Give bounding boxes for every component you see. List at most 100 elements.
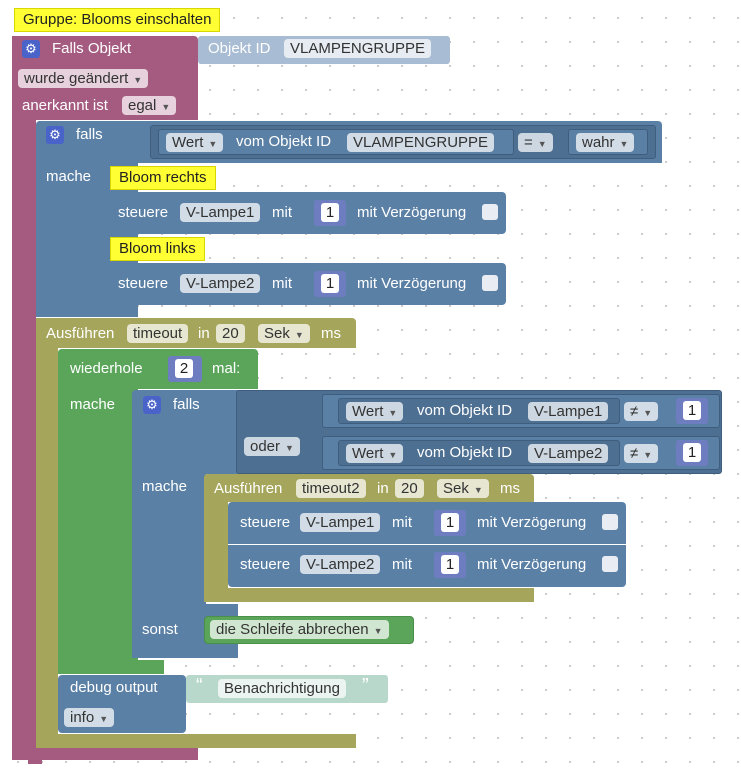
if1-op-value: = bbox=[524, 134, 533, 151]
dropdown-arrow-icon: ▼ bbox=[208, 139, 218, 149]
changed-dropdown[interactable]: wurde geändert▼ bbox=[18, 69, 149, 88]
timeout1-label: Ausführen bbox=[46, 325, 115, 342]
or-dropdown[interactable]: oder ▼ bbox=[244, 437, 300, 456]
control3-delay-checkbox[interactable] bbox=[602, 514, 618, 530]
if1-wert-dropdown[interactable]: Wert▼ bbox=[166, 133, 224, 152]
trigger-block-body[interactable] bbox=[12, 36, 36, 760]
control3-mit: mit bbox=[392, 514, 412, 531]
control2-number-block[interactable]: 1 bbox=[314, 271, 346, 297]
timeout1-unit-dropdown[interactable]: Sek ▼ bbox=[258, 324, 310, 343]
cond1-obj-field[interactable]: V-Lampe1 bbox=[528, 402, 609, 421]
timeout1-in-label: in bbox=[198, 325, 210, 342]
repeat-count-block[interactable]: 2 bbox=[168, 356, 202, 382]
control2-delay-checkbox[interactable] bbox=[482, 275, 498, 291]
gear-icon[interactable]: ⚙ bbox=[22, 40, 40, 58]
timeout2-value-field[interactable]: 20 bbox=[395, 479, 424, 498]
quote-open-icon: “ bbox=[196, 675, 203, 697]
repeat-count[interactable]: 2 bbox=[175, 359, 193, 378]
dropdown-arrow-icon: ▼ bbox=[99, 714, 109, 724]
cond1-op-dropdown[interactable]: ≠▼ bbox=[624, 402, 659, 421]
timeout2-in-label: in bbox=[377, 480, 389, 497]
if1-op-dropdown[interactable]: =▼ bbox=[518, 133, 553, 152]
objid-field[interactable]: VLAMPENGRUPPE bbox=[284, 39, 432, 58]
timeout1-value-field[interactable]: 20 bbox=[216, 324, 245, 343]
control3-delay-label: mit Verzögerung bbox=[477, 514, 587, 531]
cond1-value[interactable]: 1 bbox=[683, 401, 701, 420]
timeout2-unit-dropdown[interactable]: Sek ▼ bbox=[437, 479, 489, 498]
cond1-wert-dropdown[interactable]: Wert▼ bbox=[346, 402, 404, 421]
control4-value[interactable]: 1 bbox=[441, 555, 459, 574]
ack-label: anerkannt ist bbox=[22, 97, 108, 114]
cond1-vom-label: vom Objekt ID bbox=[417, 402, 513, 419]
control1-mit: mit bbox=[272, 204, 292, 221]
comment-bloom-right[interactable]: Bloom rechts bbox=[110, 166, 216, 190]
if2-else-label: sonst bbox=[142, 621, 178, 638]
control1-number-block[interactable]: 1 bbox=[314, 200, 346, 226]
objid-label: Objekt ID bbox=[208, 40, 271, 57]
dropdown-arrow-icon: ▼ bbox=[643, 408, 653, 418]
debug-text-field[interactable]: Benachrichtigung bbox=[218, 679, 346, 698]
control4-mit: mit bbox=[392, 556, 412, 573]
or-value: oder bbox=[250, 438, 281, 455]
if1-label: falls bbox=[76, 126, 103, 143]
dropdown-arrow-icon: ▼ bbox=[294, 330, 304, 340]
if1-vom-label: vom Objekt ID bbox=[236, 133, 332, 150]
control3-block[interactable] bbox=[228, 502, 626, 544]
comment-bloom-left[interactable]: Bloom links bbox=[110, 237, 205, 261]
control1-obj-field[interactable]: V-Lampe1 bbox=[180, 203, 261, 222]
dropdown-arrow-icon: ▼ bbox=[285, 443, 294, 453]
control2-value[interactable]: 1 bbox=[321, 274, 339, 293]
timeout1-name-field[interactable]: timeout bbox=[127, 324, 189, 343]
gear-icon[interactable]: ⚙ bbox=[46, 126, 64, 144]
trigger-label: Falls Objekt bbox=[52, 40, 132, 57]
timeout1-unit-value: Sek bbox=[264, 325, 290, 342]
debug-level-value: info bbox=[70, 709, 95, 726]
if1-obj-field[interactable]: VLAMPENGRUPPE bbox=[347, 133, 495, 152]
control2-delay-label: mit Verzögerung bbox=[357, 275, 467, 292]
control4-block[interactable] bbox=[228, 545, 626, 587]
control3-obj-field[interactable]: V-Lampe1 bbox=[300, 513, 381, 532]
cond2-obj-field[interactable]: V-Lampe2 bbox=[528, 444, 609, 463]
control2-obj-field[interactable]: V-Lampe2 bbox=[180, 274, 261, 293]
control1-block[interactable] bbox=[108, 192, 506, 234]
control2-block[interactable] bbox=[108, 263, 506, 305]
cond2-wert-dropdown[interactable]: Wert▼ bbox=[346, 444, 404, 463]
cond2-number-block[interactable]: 1 bbox=[676, 440, 708, 466]
changed-dropdown-value: wurde geändert bbox=[24, 70, 129, 87]
break-loop-dropdown[interactable]: die Schleife abbrechen▼ bbox=[210, 620, 389, 639]
control3-number-block[interactable]: 1 bbox=[434, 510, 466, 536]
timeout2-ms-label: ms bbox=[500, 480, 520, 497]
control4-obj-field[interactable]: V-Lampe2 bbox=[300, 555, 381, 574]
cond2-value[interactable]: 1 bbox=[683, 443, 701, 462]
repeat-do-label: mache bbox=[70, 396, 116, 413]
debug-level-dropdown[interactable]: info ▼ bbox=[64, 708, 115, 727]
control3-value[interactable]: 1 bbox=[441, 513, 459, 532]
ack-dropdown[interactable]: egal▼ bbox=[122, 96, 177, 115]
gear-icon[interactable]: ⚙ bbox=[143, 396, 161, 414]
cond1-op-value: ≠ bbox=[630, 403, 639, 420]
control4-number-block[interactable]: 1 bbox=[434, 552, 466, 578]
timeout2-name-field[interactable]: timeout2 bbox=[296, 479, 366, 498]
cond2-wert-value: Wert bbox=[352, 445, 384, 462]
cond2-op-dropdown[interactable]: ≠▼ bbox=[624, 444, 659, 463]
dropdown-arrow-icon: ▼ bbox=[643, 450, 653, 460]
control1-delay-checkbox[interactable] bbox=[482, 204, 498, 220]
control4-steuere: steuere bbox=[240, 556, 291, 573]
control1-delay-label: mit Verzögerung bbox=[357, 204, 467, 221]
control4-delay-checkbox[interactable] bbox=[602, 556, 618, 572]
timeout1-ms-label: ms bbox=[321, 325, 341, 342]
if2-do-label: mache bbox=[142, 478, 188, 495]
timeout1-footer bbox=[36, 734, 356, 748]
timeout1-block[interactable] bbox=[36, 318, 58, 748]
if1-value-dropdown[interactable]: wahr▼ bbox=[576, 133, 635, 152]
comment-group[interactable]: Gruppe: Blooms einschalten bbox=[14, 8, 221, 32]
repeat-block[interactable] bbox=[58, 349, 138, 674]
break-loop-value: die Schleife abbrechen bbox=[216, 621, 369, 638]
cond1-number-block[interactable]: 1 bbox=[676, 398, 708, 424]
debug-label: debug output bbox=[70, 679, 158, 696]
dropdown-arrow-icon: ▼ bbox=[473, 485, 483, 495]
if1-do-label: mache bbox=[46, 168, 92, 185]
control1-value[interactable]: 1 bbox=[321, 203, 339, 222]
timeout2-unit-value: Sek bbox=[443, 480, 469, 497]
repeat-label: wiederhole bbox=[70, 360, 143, 377]
